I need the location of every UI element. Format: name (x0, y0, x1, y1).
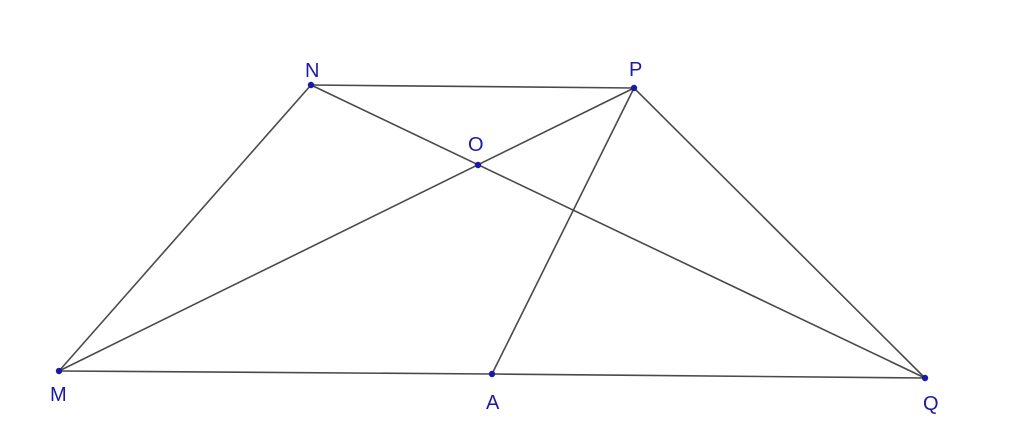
points-layer (55, 81, 929, 382)
point-a (488, 370, 496, 378)
labels-layer: M N P Q O A (50, 59, 939, 415)
segment-ma (58, 370, 493, 375)
segment-nq (310, 84, 926, 379)
segment-aq (491, 373, 926, 379)
segment-ap (491, 87, 635, 375)
segment-np (310, 84, 635, 89)
point-label-a: A (486, 392, 500, 414)
segments-layer (58, 84, 926, 379)
point-p (630, 84, 638, 92)
point-label-q: Q (923, 393, 939, 415)
point-o (474, 161, 482, 169)
point-label-m: M (50, 384, 67, 406)
point-label-o: O (468, 134, 484, 156)
segment-mp (58, 87, 635, 372)
point-label-p: P (629, 59, 642, 81)
point-n (307, 81, 315, 89)
segment-mn (58, 84, 312, 372)
point-q (921, 374, 929, 382)
point-m (55, 367, 63, 375)
segment-pq (633, 87, 926, 379)
point-label-n: N (305, 60, 319, 82)
